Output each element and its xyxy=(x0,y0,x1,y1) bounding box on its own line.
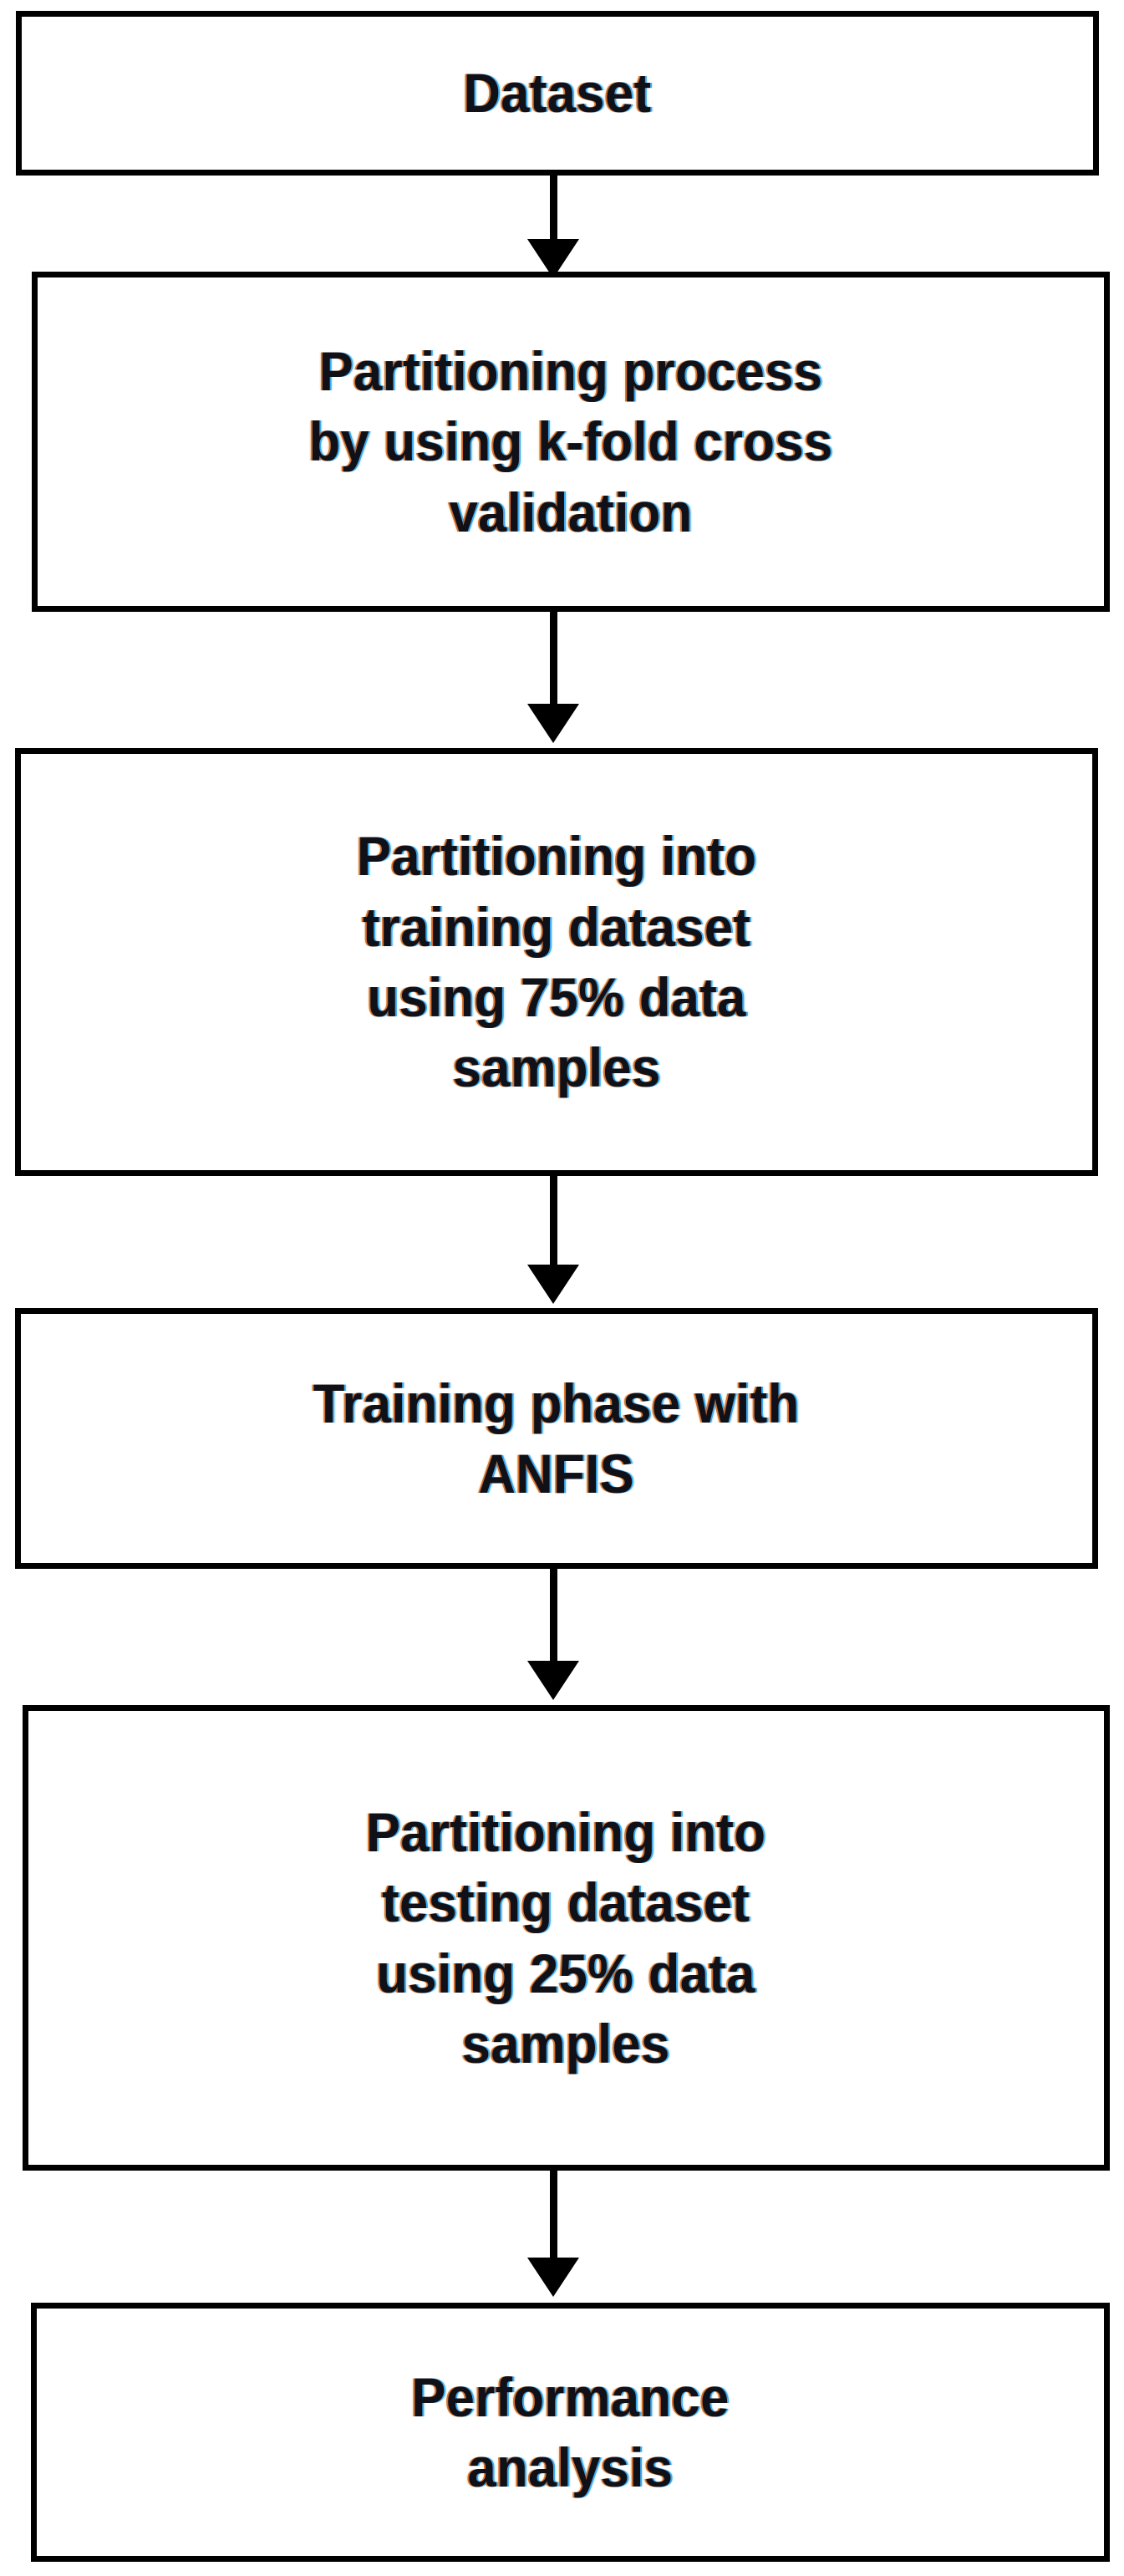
node-training-partition-label: Partitioning into training dataset using… xyxy=(356,825,757,1099)
arrow-shaft xyxy=(550,1569,557,1671)
arrow-shaft xyxy=(550,612,557,714)
node-performance-analysis-label: Performance analysis xyxy=(411,2365,730,2498)
node-dataset[interactable]: Dataset xyxy=(16,11,1099,176)
arrow-shaft xyxy=(550,2171,557,2268)
arrow-dataset-to-partitioning-kfold xyxy=(501,176,610,278)
node-testing-partition-label: Partitioning into testing dataset using … xyxy=(366,1800,766,2075)
arrow-partitioning-kfold-to-training-partition xyxy=(501,612,610,750)
node-training-partition[interactable]: Partitioning into training dataset using… xyxy=(15,748,1098,1176)
arrow-head-icon xyxy=(527,704,579,743)
node-partitioning-kfold[interactable]: Partitioning process by using k-fold cro… xyxy=(32,272,1110,612)
arrow-head-icon xyxy=(527,1265,579,1304)
arrow-training-anfis-to-testing-partition xyxy=(501,1569,610,1707)
node-testing-partition[interactable]: Partitioning into testing dataset using … xyxy=(23,1705,1110,2171)
arrow-shaft xyxy=(550,176,557,251)
arrow-testing-partition-to-performance-analysis xyxy=(501,2171,610,2304)
node-dataset-label: Dataset xyxy=(463,62,652,125)
node-partitioning-kfold-label: Partitioning process by using k-fold cro… xyxy=(308,339,833,543)
node-training-anfis-label: Training phase with ANFIS xyxy=(313,1372,800,1504)
node-performance-analysis[interactable]: Performance analysis xyxy=(31,2303,1110,2562)
arrow-head-icon xyxy=(527,2258,579,2297)
arrow-training-partition-to-training-anfis xyxy=(501,1176,610,1310)
arrow-head-icon xyxy=(527,1661,579,1700)
node-training-anfis[interactable]: Training phase with ANFIS xyxy=(15,1308,1098,1569)
arrow-shaft xyxy=(550,1176,557,1275)
